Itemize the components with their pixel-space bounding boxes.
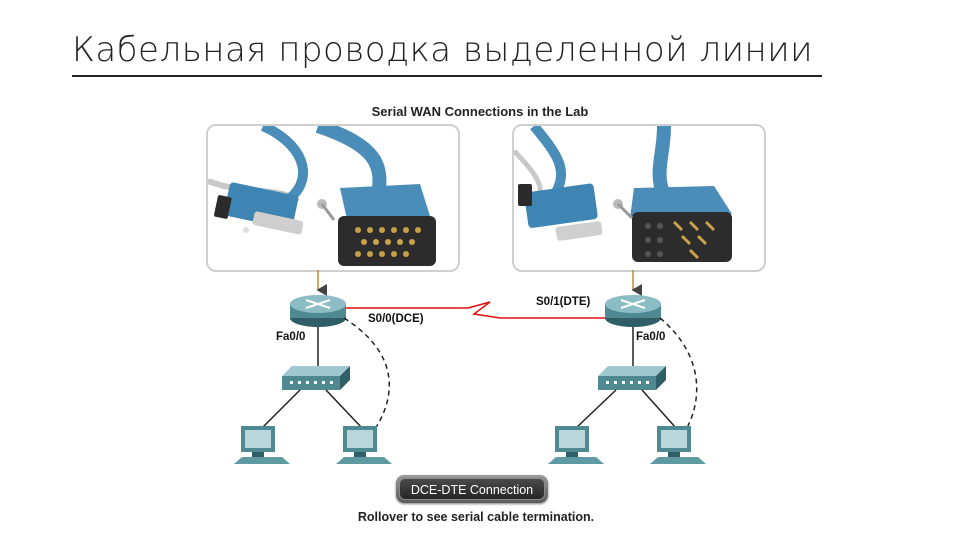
router-right-icon bbox=[605, 295, 661, 327]
dce-dte-connection-button[interactable]: DCE-DTE Connection bbox=[396, 475, 548, 503]
dce-dte-connection-label: DCE-DTE Connection bbox=[399, 478, 545, 500]
right-fa-label: Fa0/0 bbox=[636, 331, 665, 343]
switch-right-icon bbox=[598, 366, 666, 390]
pc-left-2-icon bbox=[336, 426, 392, 464]
left-fa-label: Fa0/0 bbox=[276, 331, 305, 343]
switch-left-icon bbox=[282, 366, 350, 390]
console-cable-left bbox=[344, 318, 389, 436]
right-serial-label: S0/1(DTE) bbox=[536, 296, 590, 308]
pc-right-1-icon bbox=[548, 426, 604, 464]
pc-left-1-icon bbox=[234, 426, 290, 464]
pc-right-2-icon bbox=[650, 426, 706, 464]
rollover-instruction: Rollover to see serial cable termination… bbox=[0, 510, 952, 524]
left-serial-label: S0/0(DCE) bbox=[368, 313, 424, 325]
router-left-icon bbox=[290, 295, 346, 327]
